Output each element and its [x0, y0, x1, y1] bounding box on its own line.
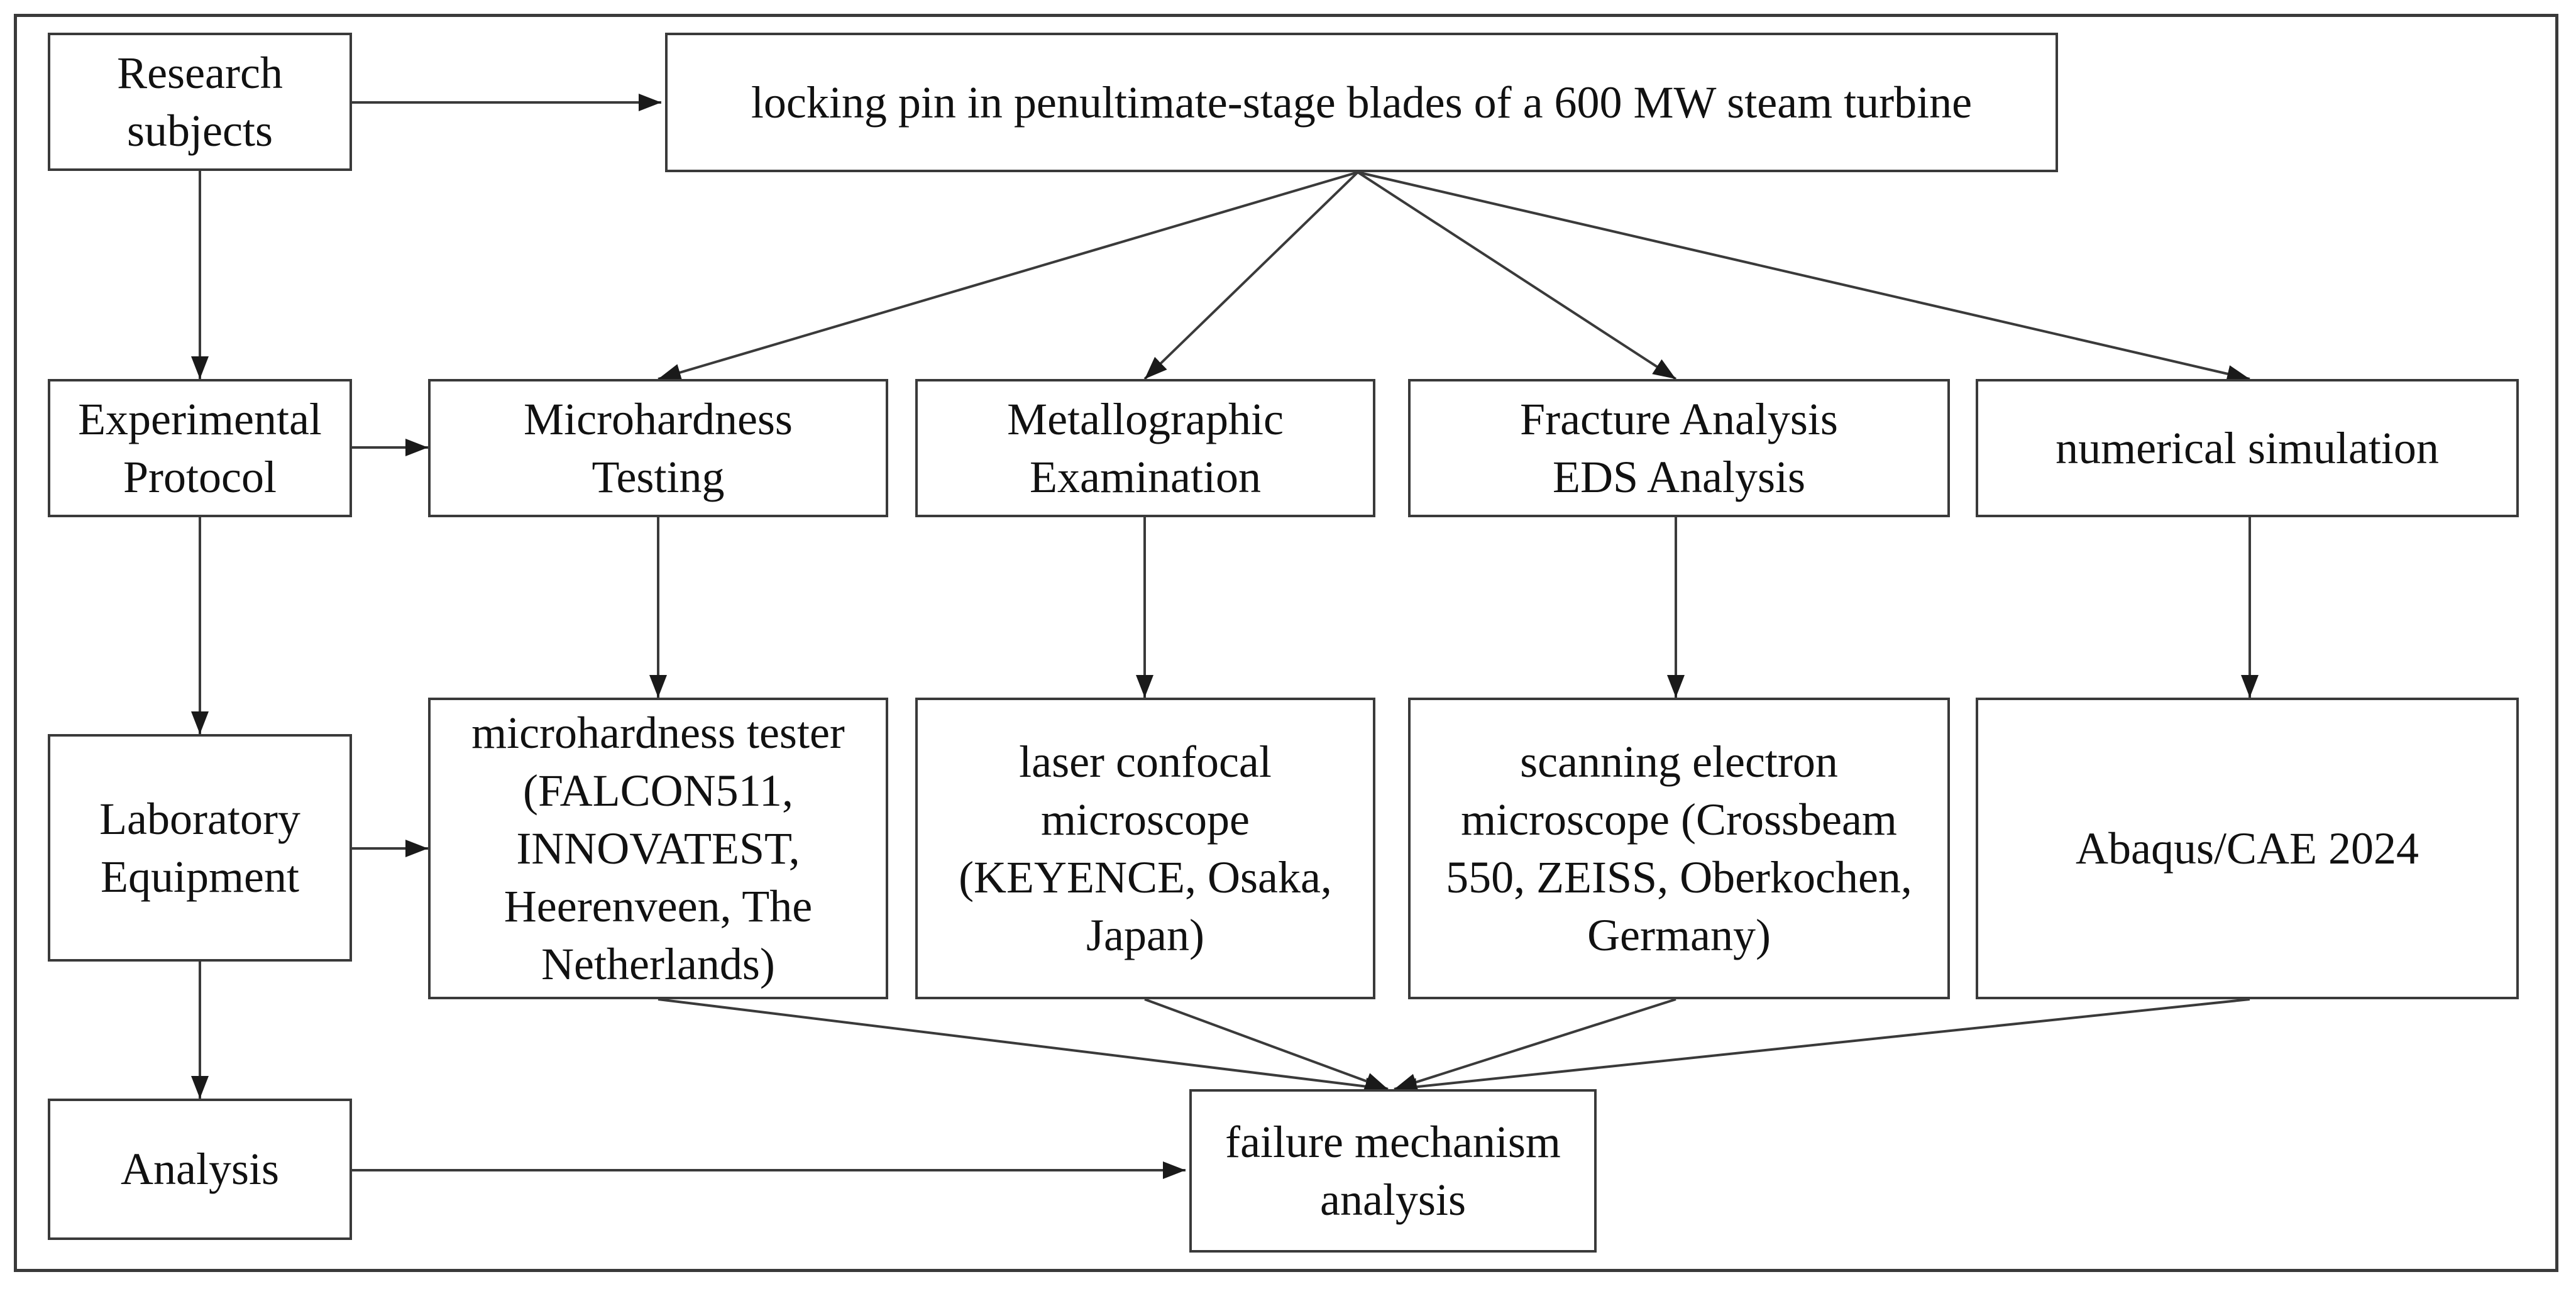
subject-label: locking pin in penultimate-stage blades …	[751, 77, 1973, 128]
arrow-confocal-to-failure	[1144, 998, 1389, 1090]
abaqus-label: Abaqus/CAE 2024	[2076, 823, 2419, 874]
metallographic-examination-box: Metallographic Examination	[915, 379, 1375, 517]
subject-box: locking pin in penultimate-stage blades …	[665, 33, 2058, 172]
laboratory-equipment-box: Laboratory Equipment	[48, 734, 352, 962]
metallographic-examination-label: Metallographic Examination	[1007, 393, 1284, 502]
numerical-simulation-label: numerical simulation	[2056, 422, 2439, 473]
microhardness-tester-box: microhardness tester (FALCON511, INNOVAT…	[428, 698, 888, 999]
arrow-pin-to-fracture	[1357, 171, 1677, 380]
fracture-eds-analysis-box: Fracture Analysis EDS Analysis	[1408, 379, 1950, 517]
laboratory-equipment-label: Laboratory Equipment	[99, 793, 300, 902]
failure-mechanism-analysis-box: failure mechanism analysis	[1189, 1089, 1597, 1253]
arrow-tester-to-failure	[658, 998, 1389, 1095]
arrow-pin-to-microhardness	[658, 171, 1358, 381]
analysis-box: Analysis	[48, 1099, 352, 1240]
research-subjects-label: Research subjects	[117, 47, 283, 156]
failure-mechanism-analysis-label: failure mechanism analysis	[1225, 1116, 1561, 1225]
microhardness-testing-label: Microhardness Testing	[524, 393, 793, 502]
research-subjects-box: Research subjects	[48, 33, 352, 171]
arrow-pin-to-metallographic	[1143, 171, 1359, 380]
outer-frame	[14, 14, 2558, 1272]
laser-confocal-microscope-label: laser confocal microscope (KEYENCE, Osak…	[959, 736, 1332, 961]
arrow-abaqus-to-failure	[1394, 998, 2250, 1096]
scanning-electron-microscope-label: scanning electron microscope (Crossbeam …	[1446, 736, 1912, 961]
fracture-eds-analysis-label: Fracture Analysis EDS Analysis	[1520, 393, 1838, 502]
experimental-protocol-box: Experimental Protocol	[48, 379, 352, 517]
laser-confocal-microscope-box: laser confocal microscope (KEYENCE, Osak…	[915, 698, 1375, 999]
experimental-protocol-label: Experimental Protocol	[78, 393, 322, 502]
arrow-sem-to-failure	[1394, 998, 1676, 1091]
arrow-pin-to-simulation	[1357, 171, 2250, 383]
scanning-electron-microscope-box: scanning electron microscope (Crossbeam …	[1408, 698, 1950, 999]
analysis-label: Analysis	[121, 1144, 279, 1195]
abaqus-box: Abaqus/CAE 2024	[1976, 698, 2519, 999]
microhardness-tester-label: microhardness tester (FALCON511, INNOVAT…	[471, 707, 845, 990]
numerical-simulation-box: numerical simulation	[1976, 379, 2519, 517]
microhardness-testing-box: Microhardness Testing	[428, 379, 888, 517]
